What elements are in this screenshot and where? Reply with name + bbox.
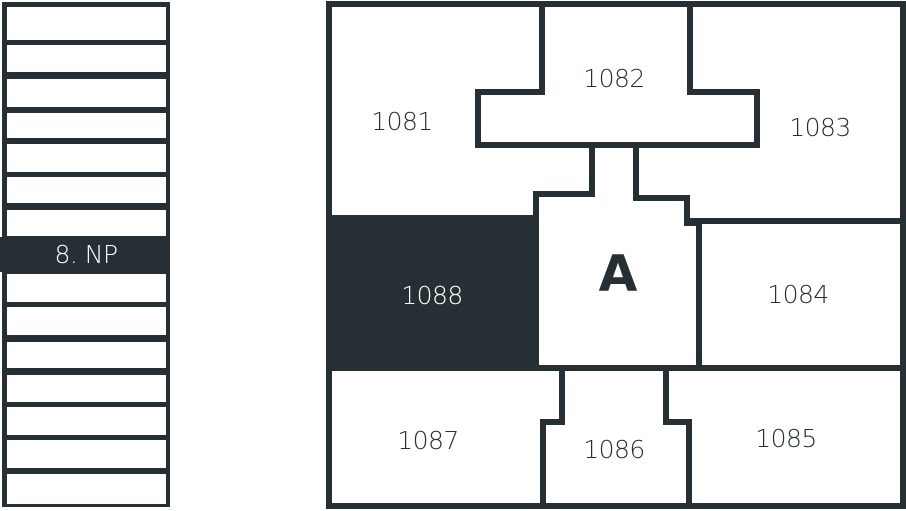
floor-row[interactable] <box>7 45 166 72</box>
unit-1083-label[interactable]: 1083 <box>789 113 851 142</box>
floor-row[interactable] <box>7 177 166 203</box>
unit-1087-label[interactable]: 1087 <box>397 426 459 455</box>
floor-row[interactable] <box>7 407 166 435</box>
floor-row[interactable] <box>7 342 166 368</box>
core-label: A <box>599 245 638 303</box>
unit-1081-label[interactable]: 1081 <box>371 107 433 136</box>
unit-1088-label[interactable]: 1088 <box>401 281 463 310</box>
floor-row[interactable] <box>7 7 166 40</box>
floor-row[interactable] <box>7 113 166 138</box>
selected-floor-label: 8. NP <box>54 240 117 269</box>
unit-1088-selected[interactable] <box>332 219 536 367</box>
floor-row[interactable] <box>7 440 166 468</box>
core-right-wall <box>633 145 702 367</box>
unit-1086-label[interactable]: 1086 <box>583 435 645 464</box>
unit-1084-label[interactable]: 1084 <box>767 280 829 309</box>
floor-row-selected[interactable] <box>0 237 170 272</box>
floor-row[interactable] <box>7 79 166 107</box>
unit-1082-label[interactable]: 1082 <box>583 64 645 93</box>
core-left-wall <box>533 145 595 367</box>
floor-row[interactable] <box>7 274 166 302</box>
unit-1086-right-wall <box>663 368 692 506</box>
floor-row[interactable] <box>7 307 166 335</box>
floor-row[interactable] <box>7 210 166 236</box>
unit-1085-label[interactable]: 1085 <box>755 424 817 453</box>
unit-1086-left-wall <box>540 368 565 506</box>
plan-outline <box>326 1 906 509</box>
floor-row[interactable] <box>7 144 166 172</box>
unit-plan: 1081 1082 1083 1088 A 1084 1087 1086 108… <box>326 1 906 509</box>
unit-1082[interactable] <box>475 4 760 148</box>
floor-row[interactable] <box>7 375 166 402</box>
building-floor-stack: 8. NP <box>0 2 170 507</box>
floor-row[interactable] <box>7 474 166 504</box>
